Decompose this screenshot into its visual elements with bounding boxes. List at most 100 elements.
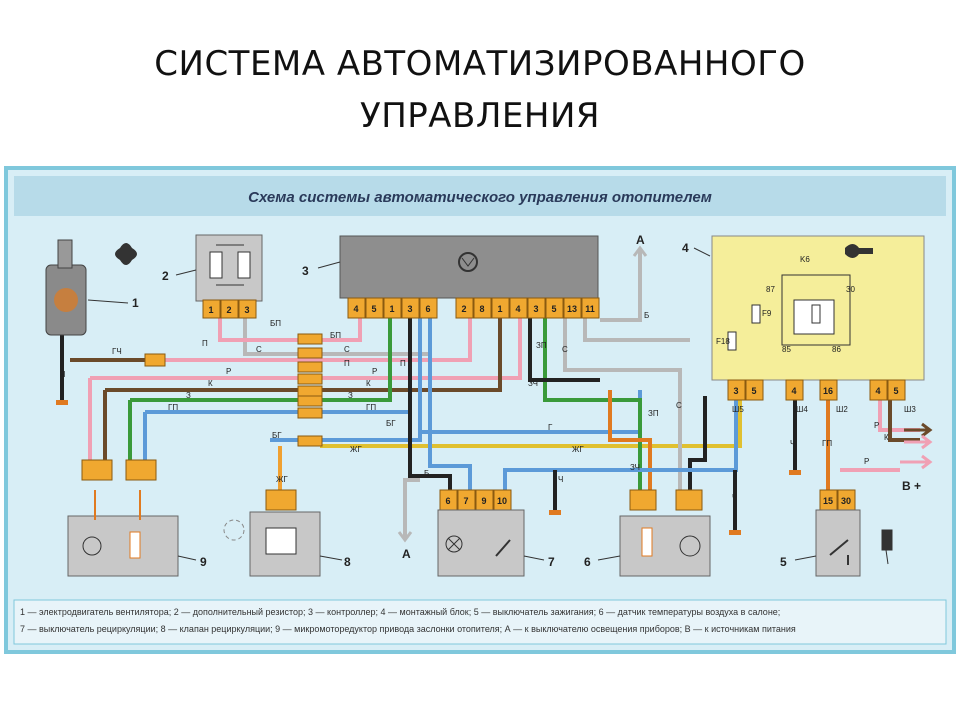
wire-label-zhg2: ЖГ xyxy=(276,475,288,484)
wire-label-ch2: Ч xyxy=(558,475,563,484)
wire-label-p3: П xyxy=(400,359,406,368)
relay-87-label: 87 xyxy=(766,285,775,294)
key-icon xyxy=(845,244,873,258)
caption-box xyxy=(13,599,947,645)
slide-title-line2: УПРАВЛЕНИЯ xyxy=(359,96,601,136)
wire-label-zhg1: ЖГ xyxy=(350,445,362,454)
component-1-fan-motor: 1 Ч ГЧ xyxy=(45,239,166,379)
connector-sh5: Ш5 xyxy=(732,405,744,414)
component-2-label: 2 xyxy=(162,269,169,283)
wire-label-zch2: ЗЧ xyxy=(630,463,640,472)
wire-label-ch1: Ч xyxy=(60,370,65,379)
c2-pin-3: 3 xyxy=(244,305,249,315)
c7-pins: 6 7 9 10 xyxy=(439,489,512,511)
c5-pin-2: 30 xyxy=(841,496,851,506)
component-7-label: 7 xyxy=(548,555,555,569)
connector-sh3: Ш3 xyxy=(904,405,916,414)
wire-label-p1: П xyxy=(202,339,208,348)
lamp-icon xyxy=(445,535,463,553)
component-7-recirc-switch: 6 7 9 10 7 А Б xyxy=(397,469,555,577)
c3-pin-l5: 6 xyxy=(425,304,430,314)
connector-sh4: Ш4 xyxy=(796,405,808,414)
arrow-a-top-label: А xyxy=(636,233,645,247)
component-9-label: 9 xyxy=(200,555,207,569)
c4-pin-1: 3 xyxy=(733,386,738,396)
wire-label-k1: К xyxy=(208,379,213,388)
wire-label-s3: С xyxy=(562,345,568,354)
component-8-recirc-valve: 8 xyxy=(223,489,351,577)
c4-pin-4: 16 xyxy=(823,386,833,396)
wire-label-bg1: БГ xyxy=(272,431,282,440)
wire-label-gp1: ГП xyxy=(168,403,178,412)
arrow-r-out-icon xyxy=(900,454,933,470)
slide-title: СИСТЕМА АВТОМАТИЗИРОВАННОГО УПРАВЛЕНИЯ xyxy=(0,38,960,142)
ground-symbols xyxy=(56,400,801,535)
wire-label-b-mid: Б xyxy=(424,469,429,478)
component-4-label: 4 xyxy=(682,241,689,255)
c3-pin-r7: 13 xyxy=(567,304,577,314)
arrow-up-icon xyxy=(632,245,648,262)
wire-label-bp1: БП xyxy=(270,319,281,328)
caption-line2: 7 — выключатель рециркуляции; 8 — клапан… xyxy=(20,624,796,634)
diagram-header: Схема системы автоматического управления… xyxy=(248,189,712,206)
wire-label-bg2: БГ xyxy=(386,419,396,428)
component-8-label: 8 xyxy=(344,555,351,569)
wire-label-r1: Р xyxy=(226,367,231,376)
splice-block xyxy=(297,333,323,447)
wire-label-s2: С xyxy=(344,345,350,354)
wire-label-gp2: ГП xyxy=(366,403,376,412)
c3-pin-r8: 11 xyxy=(585,304,595,314)
wire-label-r4: Р xyxy=(864,457,869,466)
c2-pin-1: 1 xyxy=(208,305,213,315)
component-6-label: 6 xyxy=(584,555,591,569)
wire-label-zp2: ЗП xyxy=(648,409,659,418)
wire-label-bp2: БП xyxy=(330,331,341,340)
relay-86-label: 86 xyxy=(832,345,841,354)
caption-line1: 1 — электродвигатель вентилятора; 2 — до… xyxy=(20,607,780,617)
component-3-label: 3 xyxy=(302,264,309,278)
connector-sh2: Ш2 xyxy=(836,405,848,414)
c3-pin-r6: 5 xyxy=(551,304,556,314)
component-9-micromotor: 9 xyxy=(67,459,207,577)
c4-pin-5: 4 xyxy=(875,386,880,396)
arrow-a-bottom-label: А xyxy=(402,547,411,561)
c3-pin-l1: 4 xyxy=(353,304,358,314)
wire-label-g1: Г xyxy=(548,423,553,432)
ignition-key-icon xyxy=(881,529,893,565)
c7-pin-2: 7 xyxy=(463,496,468,506)
component-4-mounting-block: 4 K6 87 30 F9 F18 85 86 3 5 4 16 4 5 Ш5 … xyxy=(682,235,933,493)
arrow-k-out-icon xyxy=(904,422,933,438)
c7-pin-4: 10 xyxy=(497,496,507,506)
c3-pin-l2: 5 xyxy=(371,304,376,314)
wire-label-z1: З xyxy=(186,391,191,400)
fuse-f9-label: F9 xyxy=(762,309,772,318)
c3-pin-l4: 3 xyxy=(407,304,412,314)
arrow-a-top: А Б xyxy=(632,233,649,320)
c4-pin-3: 4 xyxy=(791,386,796,396)
c5-pins: 15 30 xyxy=(819,489,856,511)
label-b-plus: В + xyxy=(902,479,921,493)
wire-label-zhg3: ЖГ xyxy=(572,445,584,454)
wire-label-ch3: Ч xyxy=(732,493,737,502)
wire-label-k2: К xyxy=(366,379,371,388)
wire-label-zp1: ЗП xyxy=(536,341,547,350)
wires xyxy=(60,250,920,540)
connector-gch xyxy=(144,353,166,367)
c3-right-pins: 2 8 1 4 3 5 13 11 xyxy=(455,297,600,319)
component-6-temp-sensor: 6 xyxy=(584,489,711,577)
wire-label-s1: С xyxy=(256,345,262,354)
component-5-ignition-switch: 15 30 5 xyxy=(780,489,893,577)
wire-label-p2: П xyxy=(344,359,350,368)
component-1-label: 1 xyxy=(132,296,139,310)
wire-label-gch: ГЧ xyxy=(112,347,122,356)
c3-pin-r5: 3 xyxy=(533,304,538,314)
component-5-label: 5 xyxy=(780,555,787,569)
wire-label-gp3: ГП xyxy=(822,439,832,448)
arrow-p-out-icon xyxy=(904,434,933,450)
c3-pin-r1: 2 xyxy=(461,304,466,314)
c7-pin-3: 9 xyxy=(481,496,486,506)
c6-connectors xyxy=(629,489,703,511)
fan-icon xyxy=(115,243,137,265)
relay-85-label: 85 xyxy=(782,345,791,354)
